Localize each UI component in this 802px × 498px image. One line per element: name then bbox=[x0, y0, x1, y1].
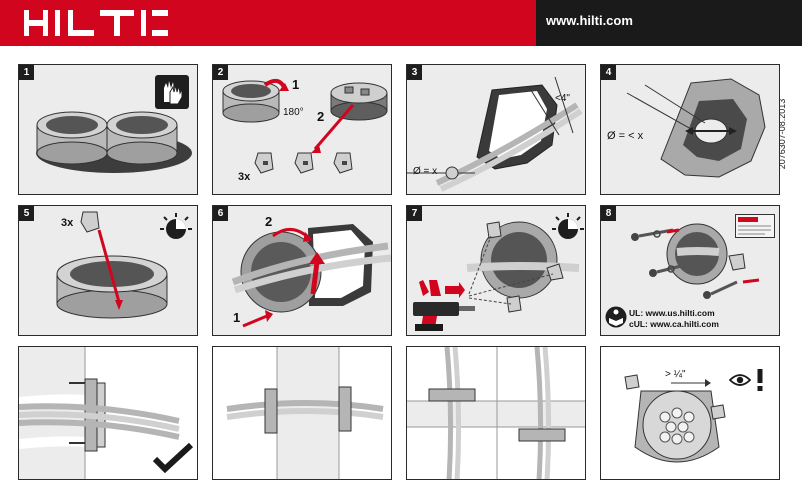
label-plate-icon bbox=[735, 214, 775, 238]
result-panel-2-illustration bbox=[226, 347, 384, 479]
step-7-panel: 7 bbox=[406, 205, 586, 336]
hammer-drill-icon bbox=[413, 302, 475, 331]
header-url-bar bbox=[536, 0, 802, 46]
step-number: 6 bbox=[213, 206, 228, 221]
step-2-panel: 2 1 180° 2 3x bbox=[212, 64, 392, 195]
gloves-icon bbox=[155, 75, 189, 109]
callout-2: 2 bbox=[317, 109, 325, 124]
step-3-illustration bbox=[407, 76, 583, 192]
hilti-logo bbox=[24, 10, 168, 36]
result-panel-3-illustration bbox=[407, 347, 585, 479]
step-4-illustration bbox=[626, 78, 766, 178]
result-panel-1-illustration bbox=[19, 347, 180, 479]
step-number: 3 bbox=[407, 65, 422, 80]
callout-1: 1 bbox=[292, 77, 300, 92]
checkmark-icon bbox=[153, 443, 193, 473]
ul-url[interactable]: UL: www.us.hilti.com bbox=[629, 308, 715, 318]
step-4-panel: 4 Ø = < x bbox=[600, 64, 780, 195]
eye-icon bbox=[729, 374, 751, 386]
step-6-panel: 6 2 1 bbox=[212, 205, 392, 336]
header-brand-bar bbox=[0, 0, 536, 46]
step-number: 1 bbox=[19, 65, 34, 80]
step-number: 2 bbox=[213, 65, 228, 80]
result-panel-3 bbox=[406, 346, 586, 480]
step-8-panel: 8 UL: www.us.hilti.com cUL: www.ca.hilti… bbox=[600, 205, 780, 336]
step-8-illustration bbox=[631, 223, 760, 299]
step-number: 7 bbox=[407, 206, 422, 221]
step-3-panel: 3 <4" Ø = x bbox=[406, 64, 586, 195]
rotation-clock-icon bbox=[552, 213, 584, 239]
callout-2: 2 bbox=[265, 214, 273, 229]
step-5-illustration bbox=[56, 211, 168, 319]
quantity-label: 3x bbox=[61, 217, 74, 229]
rotation-clock-icon bbox=[160, 213, 192, 239]
step-number: 8 bbox=[601, 206, 616, 221]
result-panel-4: > ¼" bbox=[600, 346, 780, 480]
max-dimension-label: <4" bbox=[555, 93, 570, 104]
quantity-label: 3x bbox=[238, 171, 251, 183]
cul-url[interactable]: cUL: www.ca.hilti.com bbox=[629, 319, 719, 329]
result-panel-2 bbox=[212, 346, 392, 480]
diameter-label: Ø = < x bbox=[607, 130, 644, 142]
min-gap-label: > ¼" bbox=[665, 369, 686, 380]
exclamation-icon bbox=[757, 369, 763, 391]
rotation-angle-label: 180° bbox=[283, 107, 304, 118]
callout-1: 1 bbox=[233, 310, 241, 325]
step-7-illustration bbox=[419, 221, 580, 313]
website-url[interactable]: www.hilti.com bbox=[546, 13, 633, 28]
step-5-panel: 5 3x bbox=[18, 205, 198, 336]
step-1-panel: 1 bbox=[18, 64, 198, 195]
result-panel-4-illustration bbox=[624, 374, 726, 463]
diameter-label: Ø = x bbox=[413, 166, 438, 177]
step-number: 5 bbox=[19, 206, 34, 221]
step-1-illustration bbox=[36, 111, 192, 173]
read-manual-icon bbox=[605, 306, 627, 328]
result-panel-1 bbox=[18, 346, 198, 480]
step-2-illustration bbox=[222, 78, 388, 174]
step-number: 4 bbox=[601, 65, 616, 80]
step-6-illustration bbox=[231, 224, 391, 328]
